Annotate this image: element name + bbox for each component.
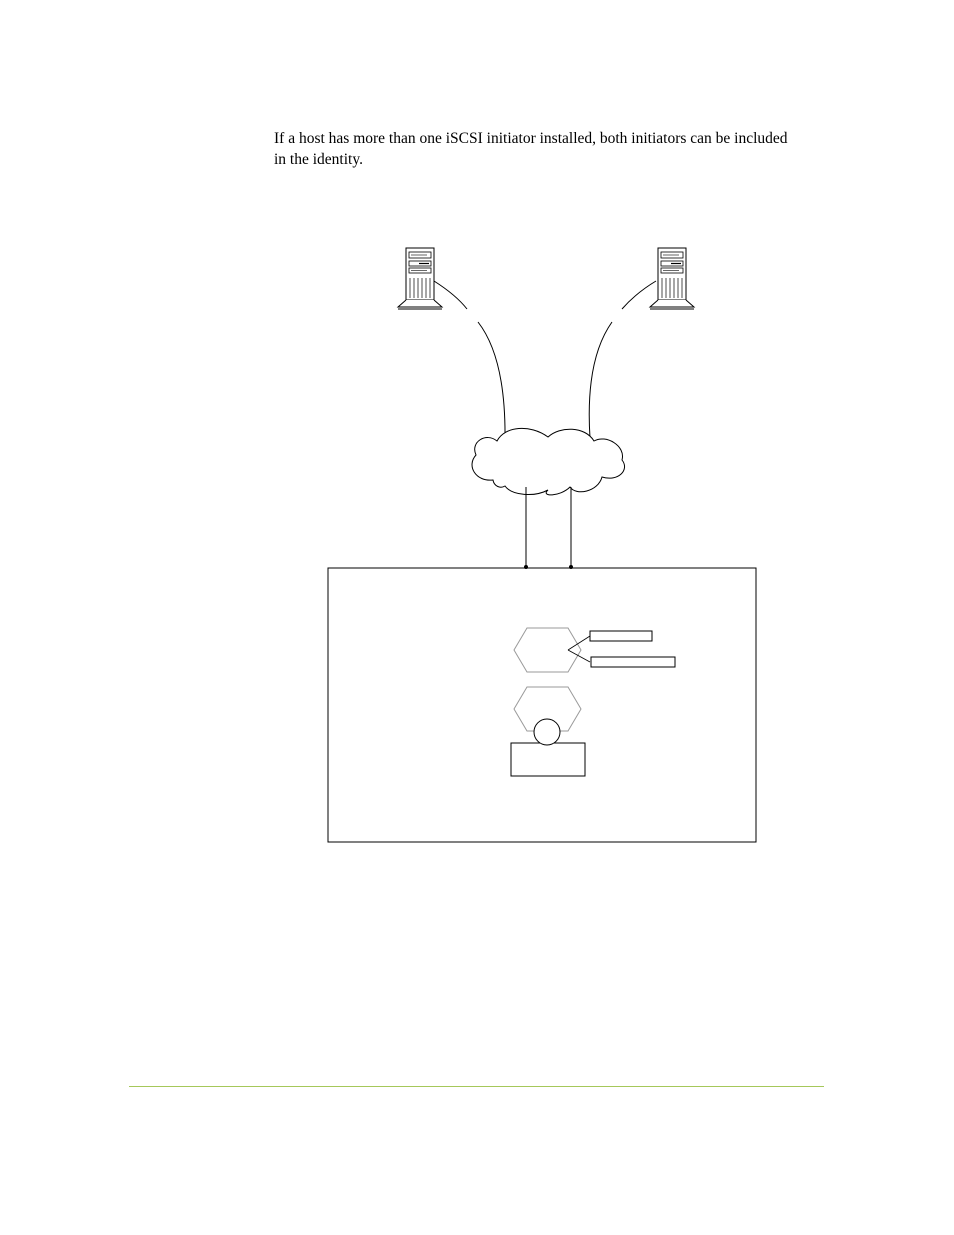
host-connection-line (621, 280, 657, 310)
host-connection-line (477, 321, 506, 441)
initiator-connector (567, 635, 591, 651)
virtual-disk-hexagon (513, 686, 582, 732)
initiator-box (589, 630, 653, 642)
host-connection-line (588, 321, 613, 439)
network-cloud-icon (471, 427, 625, 496)
footer-rule (129, 1086, 824, 1087)
server-tower-icon (396, 247, 444, 310)
disk-box (510, 742, 586, 777)
initiator-connector (567, 649, 591, 663)
identity-hexagon (513, 627, 582, 673)
intro-paragraph: If a host has more than one iSCSI initia… (274, 130, 788, 168)
storage-system-box (327, 567, 757, 843)
host-connection-line (433, 280, 468, 310)
lun-circle (533, 718, 561, 746)
server-tower-icon (648, 247, 696, 310)
initiator-box (590, 656, 676, 668)
